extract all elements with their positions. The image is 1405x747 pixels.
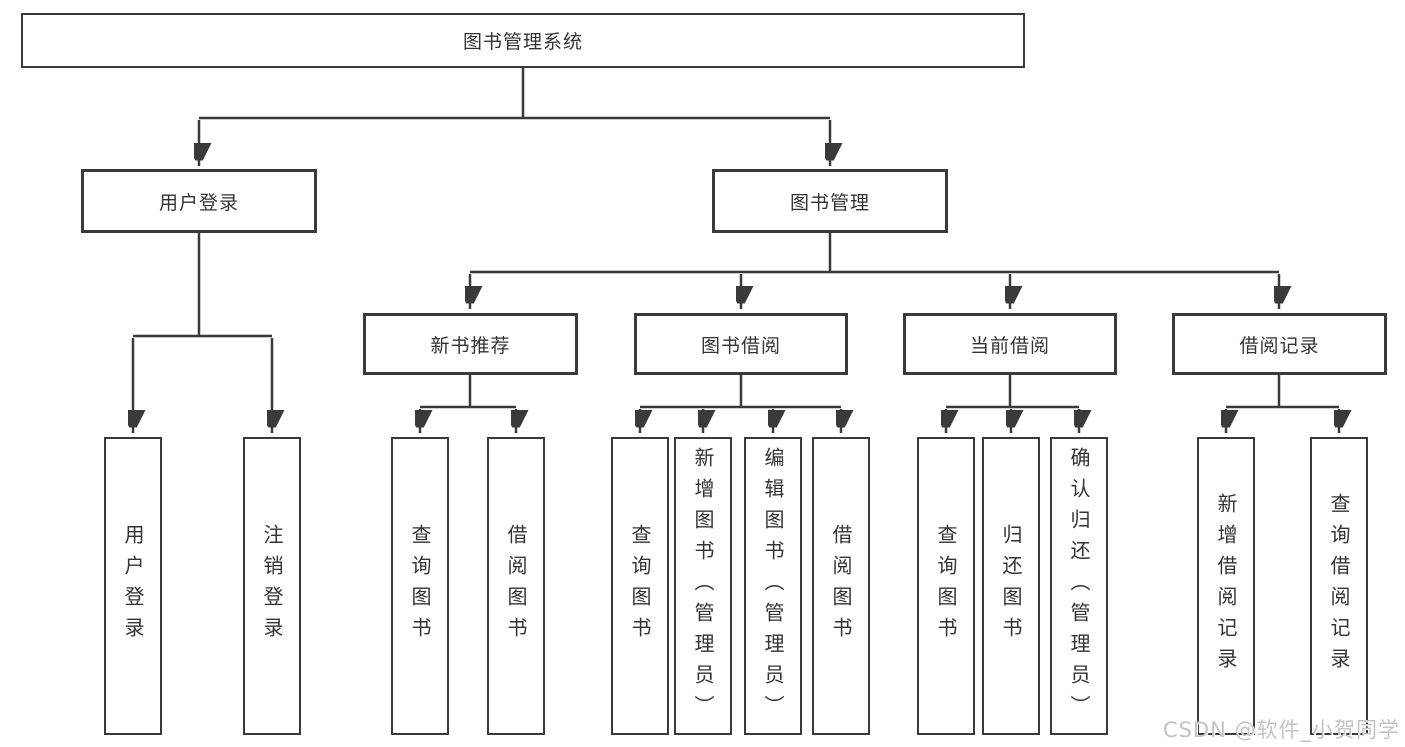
node-label: 当前借阅 <box>969 334 1050 357</box>
node-label: 查询图书 <box>934 524 958 648</box>
node-label: 借阅图书 <box>504 524 528 648</box>
node-label: 查询图书 <box>408 524 432 648</box>
node-leaf-borrow-books-1: 借阅图书 <box>487 437 545 735</box>
node-label: 用户登录 <box>158 191 239 214</box>
node-leaf-query-books-2: 查询图书 <box>611 437 669 735</box>
node-leaf-return-books: 归还图书 <box>982 437 1040 735</box>
node-leaf-add-books-admin: 新增图书（管理员） <box>674 437 732 735</box>
node-label: 新增借阅记录 <box>1214 493 1238 679</box>
node-leaf-edit-books-admin: 编辑图书（管理员） <box>744 437 802 735</box>
node-leaf-query-borrow-record: 查询借阅记录 <box>1310 437 1368 735</box>
node-label: 归还图书 <box>999 524 1023 648</box>
node-label: 借阅图书 <box>829 524 853 648</box>
node-leaf-borrow-books-2: 借阅图书 <box>812 437 870 735</box>
node-label: 图书借阅 <box>700 334 781 357</box>
node-book-borrowing: 图书借阅 <box>634 313 848 375</box>
node-user-login: 用户登录 <box>81 169 317 233</box>
node-label: 图书管理 <box>789 191 870 214</box>
node-leaf-confirm-return-admin: 确认归还（管理员） <box>1050 437 1108 735</box>
node-leaf-query-books-1: 查询图书 <box>391 437 449 735</box>
node-leaf-user-login: 用户登录 <box>104 437 162 735</box>
node-label: 查询图书 <box>628 524 652 648</box>
node-leaf-add-borrow-record: 新增借阅记录 <box>1197 437 1255 735</box>
node-label: 确认归还（管理员） <box>1067 446 1091 726</box>
node-label: 编辑图书（管理员） <box>761 446 785 726</box>
node-label: 借阅记录 <box>1239 334 1320 357</box>
node-leaf-logout: 注销登录 <box>243 437 301 735</box>
node-leaf-query-books-3: 查询图书 <box>917 437 975 735</box>
node-label: 新增图书（管理员） <box>691 446 715 726</box>
csdn-watermark: CSDN @软件_小贺同学 <box>1162 718 1400 742</box>
node-new-book-recommendation: 新书推荐 <box>363 313 578 375</box>
node-label: 图书管理系统 <box>462 31 583 53</box>
node-label: 新书推荐 <box>430 334 511 357</box>
node-current-borrowing: 当前借阅 <box>903 313 1117 375</box>
node-borrowing-records: 借阅记录 <box>1172 313 1387 375</box>
node-label: 注销登录 <box>260 524 284 648</box>
node-library-management-system: 图书管理系统 <box>21 13 1025 68</box>
node-label: 查询借阅记录 <box>1327 493 1351 679</box>
node-label: 用户登录 <box>121 524 145 648</box>
node-book-management: 图书管理 <box>712 169 948 233</box>
